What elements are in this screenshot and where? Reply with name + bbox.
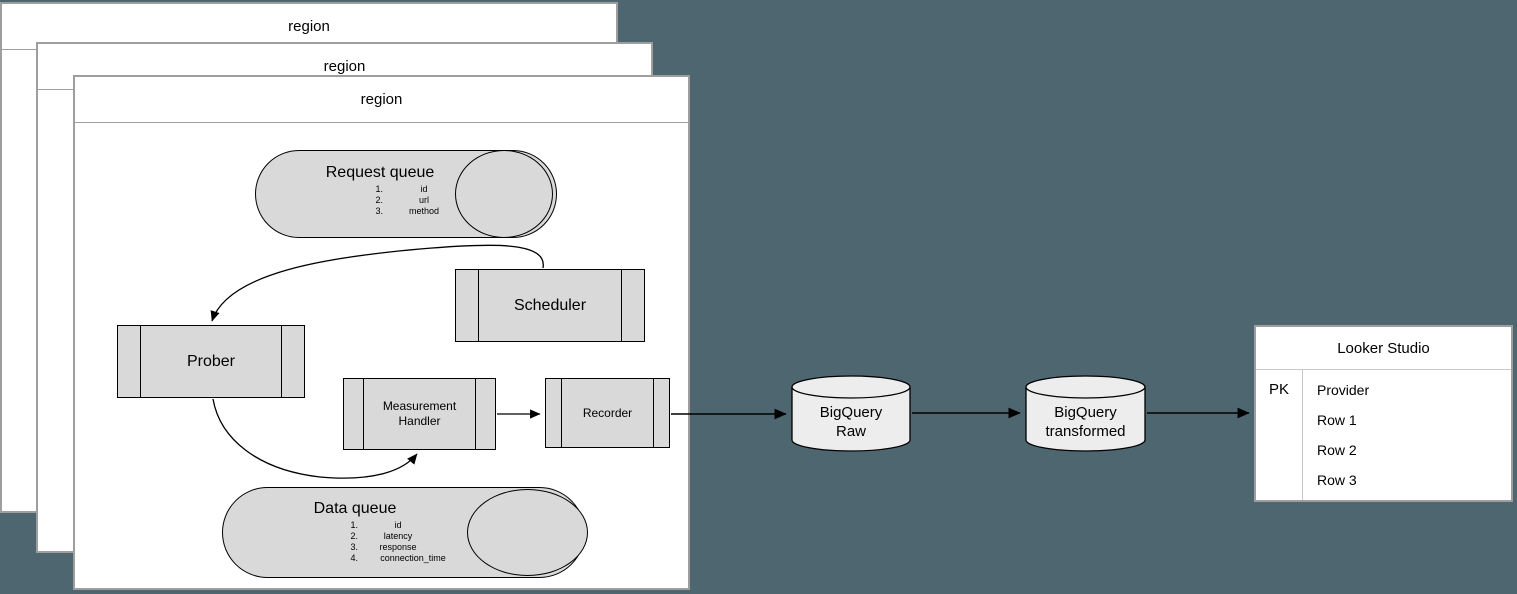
- queue-list-item: 2. url: [375, 195, 429, 205]
- cylinder-shape: [791, 375, 911, 452]
- prober-node: Prober: [117, 325, 305, 398]
- queue-list-item: 1. id: [350, 520, 402, 530]
- queue-list-item: 1. id: [375, 184, 428, 194]
- table-row: Row 2: [1317, 442, 1357, 458]
- bigquery-transformed-cylinder: BigQuery transformed: [1025, 375, 1146, 453]
- request-queue-list: 1. id 2. url 3. method: [265, 184, 495, 217]
- prober-label: Prober: [186, 352, 236, 370]
- queue-list-item: 4. connection_time: [350, 553, 446, 563]
- looker-studio-table: Looker Studio PK Provider Row 1 Row 2 Ro…: [1254, 325, 1513, 502]
- table-row: Row 1: [1317, 412, 1357, 428]
- measurement-handler-node: Measurement Handler: [343, 378, 496, 450]
- queue-list-item: 3. method: [375, 206, 440, 216]
- pk-cell: PK: [1256, 370, 1303, 500]
- looker-studio-body: PK Provider Row 1 Row 2 Row 3: [1256, 370, 1511, 500]
- request-queue-content: Request queue 1. id 2. url 3. method: [265, 164, 495, 217]
- table-row: Provider: [1317, 382, 1370, 398]
- cylinder-shape: [1025, 375, 1146, 452]
- region-title: region: [323, 58, 366, 75]
- table-row: Row 3: [1317, 472, 1357, 488]
- request-queue-circle: [455, 150, 553, 238]
- looker-studio-header: Looker Studio: [1256, 327, 1511, 370]
- scheduler-node: Scheduler: [455, 269, 645, 342]
- scheduler-label: Scheduler: [513, 296, 587, 314]
- looker-studio-title: Looker Studio: [1337, 339, 1430, 357]
- queue-list-item: 3. response: [350, 542, 417, 552]
- bigquery-transformed-label: BigQuery transformed: [1045, 404, 1126, 440]
- data-queue-circle: [467, 489, 588, 576]
- request-queue-title: Request queue: [325, 164, 435, 181]
- bigquery-raw-label: BigQuery Raw: [819, 404, 883, 440]
- data-queue-title: Data queue: [313, 500, 397, 517]
- region-title: region: [288, 18, 330, 35]
- data-queue-list: 1. id 2. latency 3. response 4. connecti…: [230, 520, 480, 564]
- queue-list-item: 2. latency: [350, 531, 413, 541]
- region-title: region: [360, 91, 403, 108]
- measurement-handler-label: Measurement Handler: [382, 399, 457, 428]
- bigquery-raw-cylinder: BigQuery Raw: [791, 375, 911, 453]
- data-queue-content: Data queue 1. id 2. latency 3. response …: [230, 500, 480, 564]
- looker-rows: Provider Row 1 Row 2 Row 3: [1303, 370, 1511, 500]
- recorder-node: Recorder: [545, 378, 670, 448]
- region-titlebar: region: [75, 77, 688, 123]
- recorder-label: Recorder: [582, 405, 633, 420]
